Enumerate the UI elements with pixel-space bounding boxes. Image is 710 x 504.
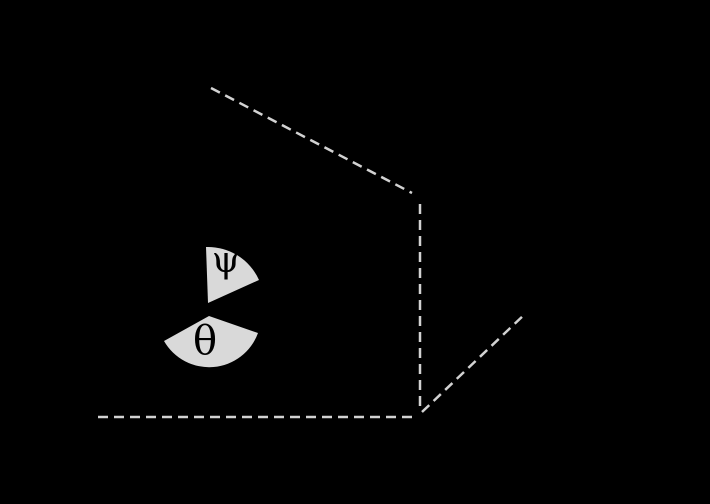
theta-angle-sector [164, 316, 258, 368]
dashed-line-ground-diagonal [421, 312, 527, 413]
psi-angle-label: ψ [212, 240, 240, 281]
dashed-lines-group [98, 86, 527, 419]
psi-angle-sector [206, 246, 259, 303]
angle-labels-group: ψ θ [193, 240, 240, 364]
angle-sectors-group [164, 246, 259, 368]
theta-angle-label: θ [193, 318, 217, 364]
dashed-line-upper-diagonal [210, 86, 413, 195]
